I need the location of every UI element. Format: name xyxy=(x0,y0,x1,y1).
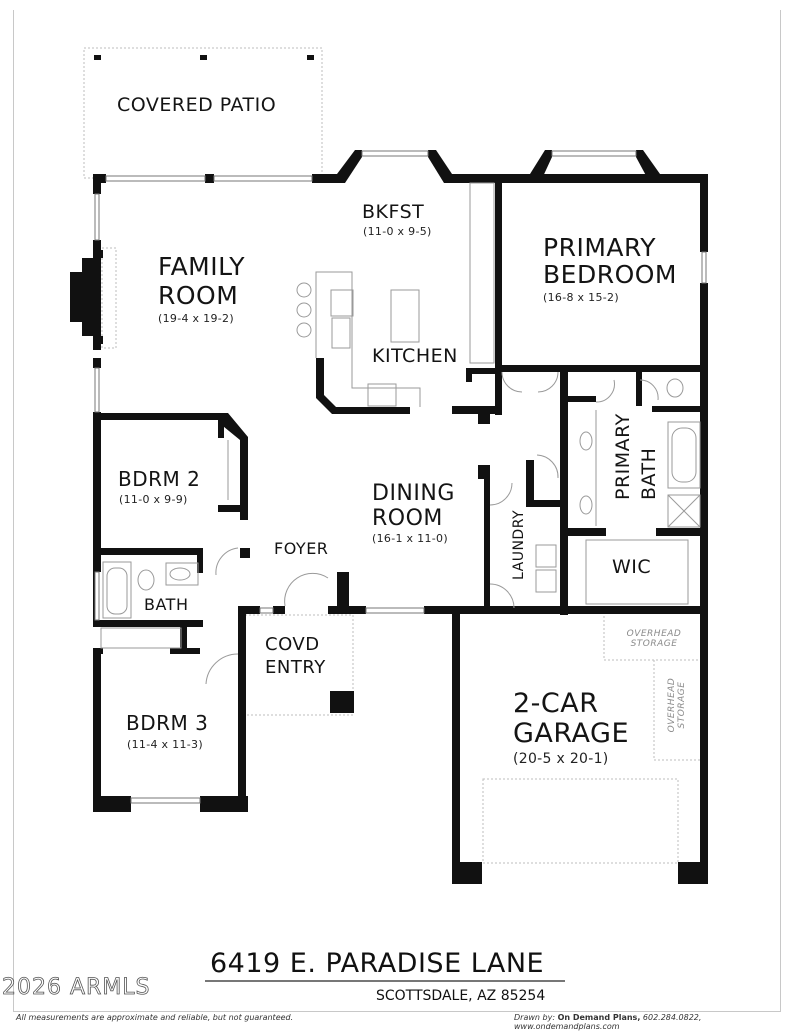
room-label-garage-line1: 2-CAR xyxy=(513,688,599,719)
room-label-primary-bath-line2: BATH xyxy=(638,447,660,500)
room-label-bdrm2: BDRM 2 xyxy=(118,467,201,491)
room-dims-family-room: (19-4 x 19-2) xyxy=(158,312,234,325)
room-label-bkfst: BKFST xyxy=(362,201,425,223)
room-label-family-room-line2: ROOM xyxy=(158,281,239,310)
room-label-garage-line2: GARAGE xyxy=(513,718,630,749)
room-label-bdrm3: BDRM 3 xyxy=(126,711,209,735)
room-label-primary-bath-line1: PRIMARY xyxy=(612,413,634,500)
room-label-dining-room-line2: ROOM xyxy=(372,506,443,531)
fixtures xyxy=(100,182,701,685)
room-dims-bdrm2: (11-0 x 9-9) xyxy=(119,493,188,506)
room-dims-garage: (20-5 x 20-1) xyxy=(513,751,609,767)
overhead-storage-2-line2: STORAGE xyxy=(676,681,687,729)
room-label-foyer: FOYER xyxy=(274,539,329,558)
room-label-family-room-line1: FAMILY xyxy=(158,252,246,281)
overhead-storage-1-line1: OVERHEAD xyxy=(626,629,682,639)
room-dims-primary-bedroom: (16-8 x 15-2) xyxy=(543,291,619,304)
room-label-wic: WIC xyxy=(612,556,652,578)
room-label-covd-entry-line1: COVD xyxy=(265,634,320,655)
credit-company: On Demand Plans, xyxy=(557,1013,641,1022)
windows xyxy=(94,150,707,804)
room-label-primary-bedroom-line1: PRIMARY xyxy=(543,233,657,262)
room-label-kitchen: KITCHEN xyxy=(372,345,458,367)
address-title: 6419 E. PARADISE LANE xyxy=(210,948,545,979)
city-state-zip: SCOTTSDALE, AZ 85254 xyxy=(376,988,546,1004)
walls xyxy=(70,150,708,884)
room-label-covd-entry-line2: ENTRY xyxy=(265,657,326,678)
room-dims-bkfst: (11-0 x 9-5) xyxy=(363,225,432,238)
room-label-laundry: LAUNDRY xyxy=(511,509,527,580)
disclaimer-text: All measurements are approximate and rel… xyxy=(16,1013,294,1022)
room-label-primary-bedroom-line2: BEDROOM xyxy=(543,260,677,289)
watermark: 2026 ARMLS xyxy=(2,975,151,1001)
room-dims-dining-room: (16-1 x 11-0) xyxy=(372,532,448,545)
room-label-bath: BATH xyxy=(144,595,189,614)
credit-line: Drawn by: On Demand Plans, 602.284.0822,… xyxy=(514,1013,800,1031)
address-underline xyxy=(205,980,565,982)
overhead-storage-label-1: OVERHEAD STORAGE xyxy=(626,629,682,650)
credit-prefix: Drawn by: xyxy=(514,1013,556,1022)
room-label-dining-room-line1: DINING xyxy=(372,481,455,506)
overhead-storage-label-2: OVERHEAD STORAGE xyxy=(667,677,688,733)
overhead-storage-1-line2: STORAGE xyxy=(630,638,678,649)
credit-contact: 602.284.0822, www.ondemandplans.com xyxy=(514,1013,702,1031)
patio-posts xyxy=(94,55,314,60)
room-label-covered-patio: COVERED PATIO xyxy=(117,94,277,116)
room-dims-bdrm3: (11-4 x 11-3) xyxy=(127,738,203,751)
